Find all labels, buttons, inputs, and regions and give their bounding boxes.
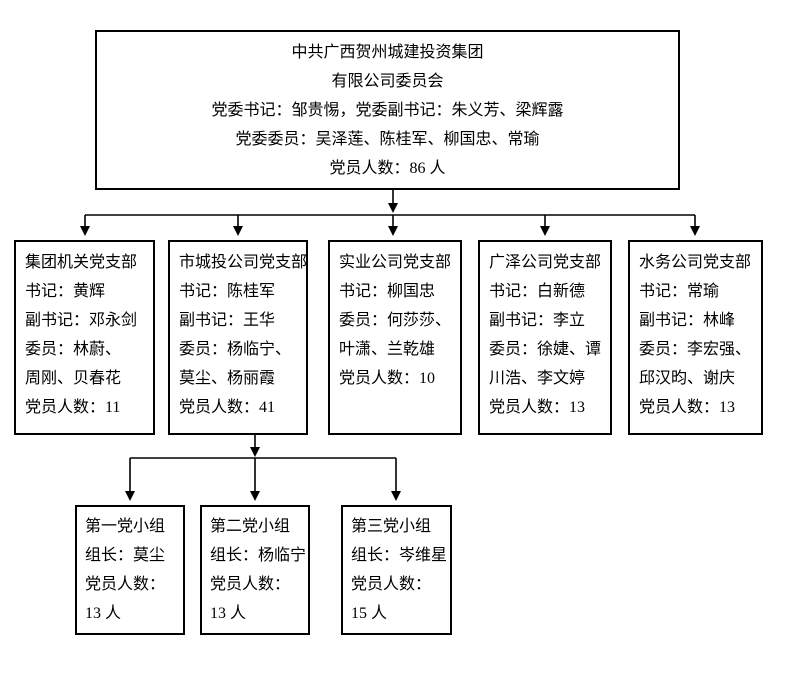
group-leader: 组长：岑维星 [351,547,448,564]
branch-members-2: 川浩、李文婷 [489,370,586,387]
branch-members-2: 邱汉昀、谢庆 [639,370,736,387]
group-member-count-value: 13 人 [85,605,122,622]
group-member-count-label: 党员人数： [351,576,432,593]
org-box-group-1: 第一党小组 组长：莫尘 党员人数： 13 人 [75,505,185,635]
branch-title: 市城投公司党支部 [179,254,308,271]
group-leader: 组长：莫尘 [85,547,166,564]
branch-deputy-secretary: 副书记：李立 [489,312,586,329]
branch-members-1: 委员：杨临宁、 [179,341,292,358]
branch-title: 广泽公司党支部 [489,254,602,271]
branch-members-1: 委员：林蔚、 [25,341,122,358]
root-secretaries-line: 党委书记：邹贵惕，党委副书记：朱义芳、梁辉露 [211,102,564,119]
org-box-group-3: 第三党小组 组长：岑维星 党员人数： 15 人 [341,505,452,635]
branch-member-count: 党员人数：13 [639,399,736,416]
branch-members-1: 委员：李宏强、 [639,341,752,358]
group-title: 第一党小组 [85,518,166,535]
group-member-count-label: 党员人数： [210,576,291,593]
branch-members-2: 莫尘、杨丽霞 [179,370,276,387]
root-members-line: 党委委员：吴泽莲、陈桂军、柳国忠、常瑜 [235,131,540,148]
org-box-branch-jituanjiguan: 集团机关党支部 书记：黄辉 副书记：邓永剑 委员：林蔚、 周刚、贝春花 党员人数… [14,240,155,435]
branch-secretary: 书记：常瑜 [639,283,720,300]
branch-members-2: 周刚、贝春花 [25,370,122,387]
org-box-branch-guangze: 广泽公司党支部 书记：白新德 副书记：李立 委员：徐婕、谭 川浩、李文婷 党员人… [478,240,612,435]
root-title-line-2: 有限公司委员会 [331,73,444,90]
org-box-branch-shichengtou: 市城投公司党支部 书记：陈桂军 副书记：王华 委员：杨临宁、 莫尘、杨丽霞 党员… [168,240,308,435]
branch-deputy-secretary: 副书记：邓永剑 [25,312,138,329]
branch-title: 水务公司党支部 [639,254,752,271]
root-member-count-line: 党员人数：86 人 [329,160,446,177]
branch-title: 集团机关党支部 [25,254,138,271]
branch-secretary: 书记：陈桂军 [179,283,276,300]
branch-title: 实业公司党支部 [339,254,452,271]
group-member-count-value: 15 人 [351,605,388,622]
branch-deputy-secretary: 副书记：王华 [179,312,276,329]
group-title: 第三党小组 [351,518,432,535]
branch-secretary: 书记：柳国忠 [339,283,436,300]
group-member-count-label: 党员人数： [85,576,166,593]
branch-member-count: 党员人数：11 [25,399,121,416]
branch-member-count: 党员人数：41 [179,399,276,416]
org-box-group-2: 第二党小组 组长：杨临宁 党员人数： 13 人 [200,505,310,635]
branch-member-count: 党员人数：10 [339,370,436,387]
branch-members-1: 委员：徐婕、谭 [489,341,602,358]
org-box-branch-shiye: 实业公司党支部 书记：柳国忠 委员：何莎莎、 叶潇、兰乾雄 党员人数：10 [328,240,462,435]
org-box-branch-shuiwu: 水务公司党支部 书记：常瑜 副书记：林峰 委员：李宏强、 邱汉昀、谢庆 党员人数… [628,240,763,435]
group-title: 第二党小组 [210,518,291,535]
group-member-count-value: 13 人 [210,605,247,622]
branch-member-count: 党员人数：13 [489,399,586,416]
root-title-line-1: 中共广西贺州城建投资集团 [291,44,484,61]
branch-deputy-secretary: 副书记：林峰 [639,312,736,329]
branch-secretary: 书记：黄辉 [25,283,106,300]
group-leader: 组长：杨临宁 [210,547,307,564]
branch-secretary: 书记：白新德 [489,283,586,300]
branch-members-2: 叶潇、兰乾雄 [339,341,436,358]
branch-members-1: 委员：何莎莎、 [339,312,452,329]
org-box-root-committee: 中共广西贺州城建投资集团 有限公司委员会 党委书记：邹贵惕，党委副书记：朱义芳、… [95,30,680,190]
